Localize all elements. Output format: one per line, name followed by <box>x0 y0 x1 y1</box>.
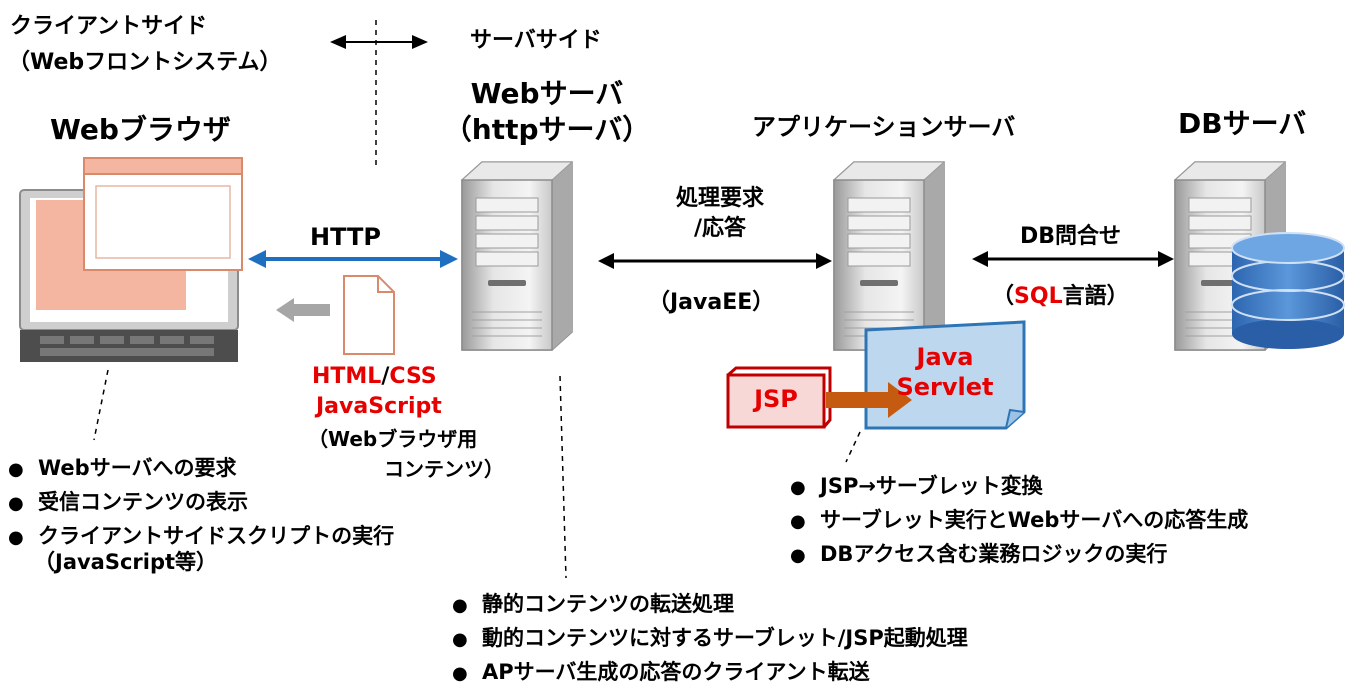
app-server-icon <box>834 162 944 350</box>
web-server-responsibilities-list: 静的コンテンツの転送処理 動的コンテンツに対するサーブレット/JSP起動処理 A… <box>452 588 968 690</box>
css-label: CSS <box>389 364 436 389</box>
sql-suffix: 言語） <box>1063 284 1129 309</box>
db-query-label: DB問合せ <box>1020 224 1121 249</box>
browser-pc-icon <box>20 158 242 362</box>
servlet-line2: Servlet <box>880 374 1010 402</box>
http-label: HTTP <box>310 224 381 252</box>
server-side-label: サーバサイド <box>470 28 602 53</box>
list-item: DBアクセス含む業務ロジックの実行 <box>790 538 1248 572</box>
list-item: JSP→サーブレット変換 <box>790 470 1248 504</box>
content-note-line2: コンテンツ） <box>384 458 504 481</box>
web-server-icon <box>462 162 572 350</box>
jsp-label: JSP <box>728 386 824 414</box>
http-arrow <box>248 250 458 268</box>
html-label: HTML <box>312 364 381 389</box>
list-item: サーブレット実行とWebサーバへの応答生成 <box>790 504 1248 538</box>
list-item: APサーバ生成の応答のクライアント転送 <box>452 656 968 690</box>
content-note-line1: （Webブラウザ用 <box>308 428 477 451</box>
db-server-label: DBサーバ <box>1178 108 1306 140</box>
web-app-arrow <box>598 253 832 269</box>
list-item: 受信コンテンツの表示 <box>8 486 394 520</box>
javascript-label: JavaScript <box>316 394 442 419</box>
javaee-label: （JavaEE） <box>648 290 774 315</box>
request-label: 処理要求 <box>660 186 780 211</box>
browser-label: Webブラウザ <box>50 114 231 146</box>
client-side-subtitle: （Webフロントシステム） <box>8 50 282 75</box>
client-leader-line <box>94 370 108 440</box>
app-server-label: アプリケーションサーバ <box>752 114 1015 142</box>
list-item: 動的コンテンツに対するサーブレット/JSP起動処理 <box>452 622 968 656</box>
web-server-sublabel: （httpサーバ） <box>436 114 658 146</box>
sql-open-paren: （ <box>992 284 1014 309</box>
list-item: 静的コンテンツの転送処理 <box>452 588 968 622</box>
servlet-line1: Java <box>880 344 1010 372</box>
content-types-line1: HTML/CSS <box>312 364 437 389</box>
client-responsibilities-list: Webサーバへの要求 受信コンテンツの表示 クライアントサイドスクリプトの実行 <box>8 452 394 554</box>
list-item: Webサーバへの要求 <box>8 452 394 486</box>
app-leader-line <box>846 432 860 462</box>
response-label: /応答 <box>660 216 780 241</box>
app-db-arrow <box>972 251 1174 267</box>
web-leader-line <box>560 376 566 578</box>
web-server-label: Webサーバ <box>442 78 652 110</box>
sql-label: SQL <box>1014 284 1063 309</box>
list-item: クライアントサイドスクリプトの実行 <box>8 520 394 554</box>
database-cylinder-icon <box>1232 233 1344 349</box>
sql-language-label: （SQL言語） <box>992 284 1129 309</box>
app-server-responsibilities-list: JSP→サーブレット変換 サーブレット実行とWebサーバへの応答生成 DBアクセ… <box>790 470 1248 572</box>
side-divider-arrow <box>330 35 428 49</box>
content-return-arrow <box>276 298 330 322</box>
document-icon <box>344 276 394 354</box>
client-side-title: クライアントサイド <box>10 14 207 39</box>
client-note: （JavaScript等） <box>34 550 217 574</box>
